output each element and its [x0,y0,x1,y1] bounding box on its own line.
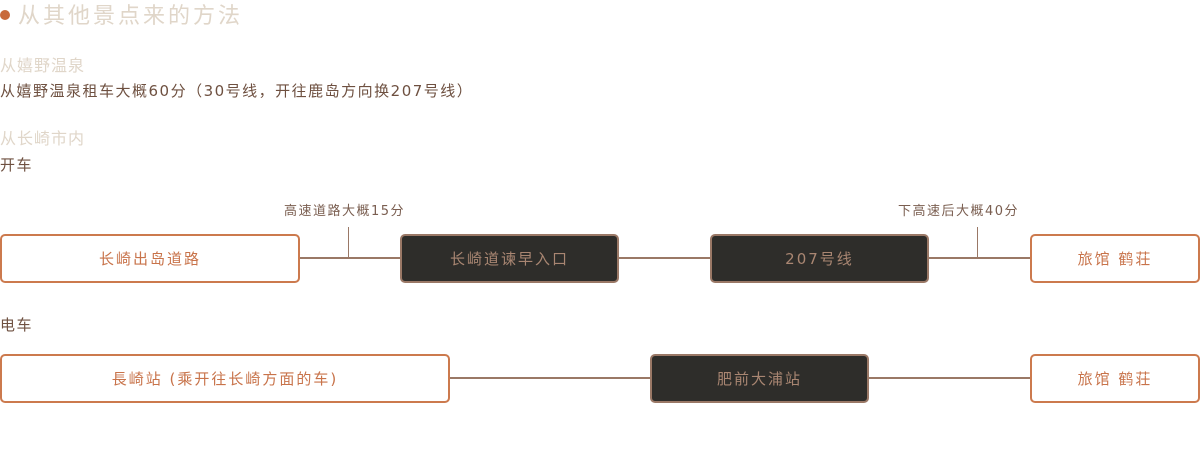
car-node-isahaya-entrance: 长崎道谏早入口 [400,234,619,283]
train-label: 电车 [0,316,34,334]
car-label: 开车 [0,156,34,174]
car-connector-3 [927,257,1031,259]
car-note-after-highway: 下高速后大概40分 [898,204,1020,219]
train-node-ryokan: 旅馆 鹤荘 [1030,354,1200,403]
section-title: 从其他景点来的方法 [0,0,244,29]
car-note-pointer-2 [977,227,978,258]
train-connector-1 [449,377,651,379]
car-note-highway: 高速道路大概15分 [284,204,406,219]
car-node-ryokan: 旅馆 鹤荘 [1030,234,1200,283]
train-connector-2 [867,377,1031,379]
train-node-nagasaki-station: 長崎站 (乘开往长崎方面的车) [0,354,450,403]
car-note-pointer-1 [348,227,349,258]
car-connector-1 [299,257,401,259]
onsen-heading: 从嬉野温泉 [0,56,86,75]
car-node-dejima-road: 长崎出岛道路 [0,234,300,283]
car-connector-2 [617,257,711,259]
section-title-text: 从其他景点来的方法 [18,4,244,29]
train-node-hizen-oura-station: 肥前大浦站 [650,354,869,403]
bullet-dot-icon [0,10,10,20]
car-node-route-207: 207号线 [710,234,929,283]
nagasaki-heading: 从长崎市内 [0,129,86,148]
onsen-directions: 从嬉野温泉租车大概60分（30号线，开往鹿岛方向换207号线） [0,82,474,100]
